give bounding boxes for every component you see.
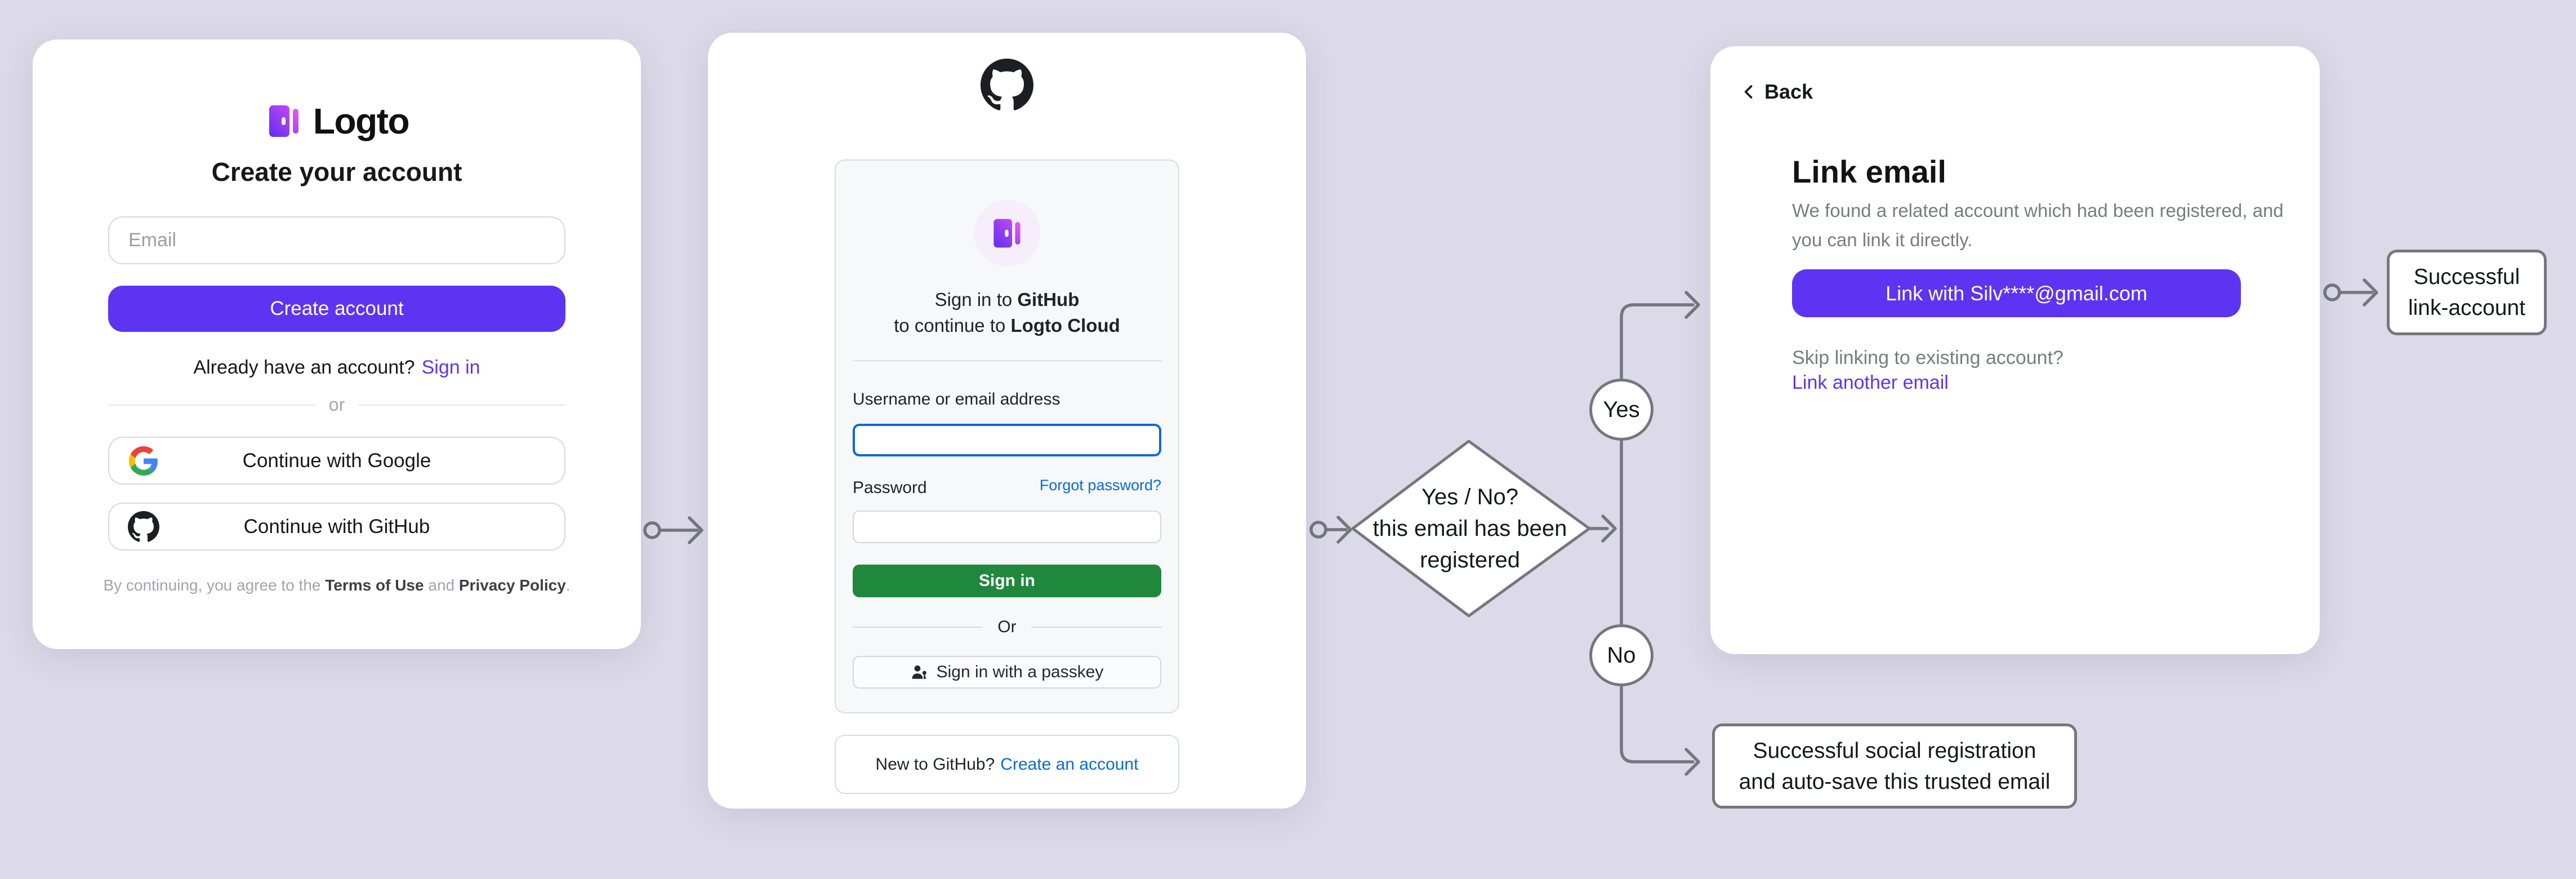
github-logo-icon xyxy=(981,59,1033,112)
link-with-email-button[interactable]: Link with Silv****@gmail.com xyxy=(1792,269,2241,317)
arrowhead-icon xyxy=(1601,514,1617,543)
connector-start-dot xyxy=(1309,521,1327,539)
description-line1: We found a related account which had bee… xyxy=(1792,200,2284,221)
connector-start-dot xyxy=(2323,283,2341,301)
terms-text: By continuing, you agree to the Terms of… xyxy=(103,576,570,594)
github-signin-heading: Sign in to GitHub to continue to Logto C… xyxy=(894,287,1120,339)
forgot-password-link[interactable]: Forgot password? xyxy=(1039,477,1161,494)
decision-diamond-label: Yes / No? this email has been registered xyxy=(1366,481,1574,576)
privacy-policy-link[interactable]: Privacy Policy xyxy=(458,576,566,594)
continue-github-button[interactable]: Continue with GitHub xyxy=(108,503,565,551)
github-signin-box: Sign in to GitHub to continue to Logto C… xyxy=(835,159,1179,713)
no-branch-label: No xyxy=(1589,624,1654,686)
passkey-button[interactable]: Sign in with a passkey xyxy=(853,656,1161,689)
signup-title: Create your account xyxy=(211,157,462,187)
arrowhead-icon xyxy=(1684,291,1700,319)
logto-logo: Logto xyxy=(265,100,410,142)
signin-link[interactable]: Sign in xyxy=(421,357,480,378)
github-or-divider: Or xyxy=(853,618,1162,637)
arrowhead-icon xyxy=(1684,748,1700,776)
username-label: Username or email address xyxy=(853,390,1060,409)
decision-line2: this email has been xyxy=(1372,516,1567,541)
github-icon xyxy=(127,510,160,543)
password-input[interactable] xyxy=(853,510,1161,543)
branch-path xyxy=(1620,303,1695,763)
arrowhead-icon xyxy=(688,516,703,544)
passkey-icon xyxy=(911,663,929,681)
skip-linking-text: Skip linking to existing account? xyxy=(1792,347,2064,369)
passkey-button-label: Sign in with a passkey xyxy=(936,663,1104,681)
decision-line3: registered xyxy=(1420,548,1520,572)
decision-line1: Yes / No? xyxy=(1421,485,1518,509)
terms-prefix: By continuing, you agree to the xyxy=(103,576,326,594)
password-label: Password xyxy=(853,478,927,497)
google-icon xyxy=(127,445,160,477)
github-or-text: Or xyxy=(997,618,1017,636)
email-input[interactable] xyxy=(108,216,565,264)
logto-logo-text: Logto xyxy=(313,101,410,141)
chevron-left-icon xyxy=(1744,85,1753,99)
outcome-social-registration: Successful social registration and auto-… xyxy=(1712,723,2077,809)
divider-line xyxy=(853,627,983,628)
connector-start-dot xyxy=(643,521,661,539)
arrowhead-icon xyxy=(2363,278,2378,307)
signin-prompt-text: Already have an account? xyxy=(193,357,415,378)
github-create-account-link[interactable]: Create an account xyxy=(1000,754,1139,774)
divider-line xyxy=(108,404,315,406)
terms-suffix: . xyxy=(565,576,571,594)
signin-heading-line1: Sign in to GitHub xyxy=(934,289,1080,310)
create-account-box: New to GitHub? Create an account xyxy=(835,735,1179,794)
outcome-social-line2: and auto-save this trusted email xyxy=(1739,769,2051,794)
logto-signup-card: Logto Create your account Create account… xyxy=(33,39,641,649)
github-signin-button[interactable]: Sign in xyxy=(853,565,1161,597)
github-signin-card: Sign in to GitHub to continue to Logto C… xyxy=(708,33,1306,809)
outcome-link-line1: Successful xyxy=(2413,265,2520,289)
outcome-link-account: Successful link-account xyxy=(2387,250,2547,335)
signin-heading-line2: to continue to Logto Cloud xyxy=(894,315,1120,336)
section-divider xyxy=(853,360,1161,361)
back-button[interactable]: Back xyxy=(1740,80,1813,104)
continue-google-button[interactable]: Continue with Google xyxy=(108,437,565,485)
terms-and: and xyxy=(424,576,459,594)
outcome-link-line2: link-account xyxy=(2408,296,2526,320)
outcome-social-line1: Successful social registration xyxy=(1753,738,2036,763)
or-divider-text: or xyxy=(328,394,345,415)
or-divider: or xyxy=(108,394,566,415)
username-input[interactable] xyxy=(853,424,1161,456)
logto-app-avatar xyxy=(974,200,1040,267)
divider-line xyxy=(1031,627,1162,628)
divider-line xyxy=(358,404,566,406)
link-email-title: Link email xyxy=(1792,154,1946,189)
arrowhead-icon xyxy=(1336,516,1352,544)
continue-google-label: Continue with Google xyxy=(242,449,431,472)
link-email-description: We found a related account which had bee… xyxy=(1792,196,2284,255)
password-label-row: Password Forgot password? xyxy=(853,477,1161,499)
yes-branch-label: Yes xyxy=(1589,379,1654,441)
link-email-card: Back Link email We found a related accou… xyxy=(1710,46,2320,654)
continue-github-label: Continue with GitHub xyxy=(243,515,430,538)
new-to-github-text: New to GitHub? xyxy=(875,754,995,774)
link-another-email-link[interactable]: Link another email xyxy=(1792,372,1949,393)
back-label: Back xyxy=(1764,80,1813,103)
signin-prompt-row: Already have an account? Sign in xyxy=(193,357,480,379)
description-line2: you can link it directly. xyxy=(1792,229,1973,250)
create-account-button[interactable]: Create account xyxy=(108,286,565,332)
logto-logo-icon xyxy=(269,105,298,137)
terms-of-use-link[interactable]: Terms of Use xyxy=(325,576,424,594)
